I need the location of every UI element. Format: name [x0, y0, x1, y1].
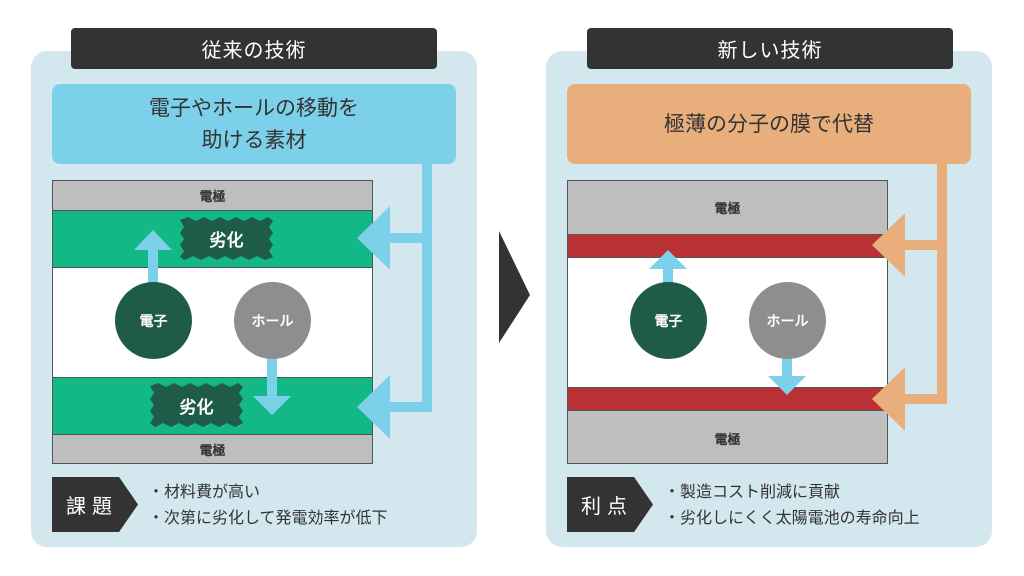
issue-item: ・次第に劣化して発電効率が低下	[148, 508, 388, 527]
electron-circle: 電子	[115, 282, 192, 359]
hole-circle: ホール	[234, 282, 311, 359]
conventional-heading-line2: 助ける素材	[201, 128, 307, 152]
issues-list: ・材料費が高い ・次第に劣化して発電効率が低下	[148, 479, 388, 531]
thin-film-top	[568, 235, 887, 258]
issues-badge: 課題	[52, 477, 138, 532]
electrode-bottom: 電極	[568, 410, 887, 463]
new-tech-heading: 極薄の分子の膜で代替	[567, 84, 971, 164]
electrode-top: 電極	[568, 181, 887, 235]
electron-circle: 電子	[630, 282, 707, 359]
jagged-shape-icon	[180, 217, 273, 260]
conventional-title: 従来の技術	[71, 28, 437, 69]
benefit-item: ・製造コスト削減に貢献	[664, 482, 841, 501]
hole-circle: ホール	[749, 282, 826, 359]
thin-film-bottom	[568, 387, 887, 410]
issue-item: ・材料費が高い	[148, 482, 261, 501]
new-tech-cell-diagram: 電極 電極	[567, 180, 888, 464]
degradation-label-bottom: 劣化	[179, 397, 214, 418]
benefit-item: ・劣化しにくく太陽電池の寿命向上	[664, 508, 920, 527]
conventional-heading: 電子やホールの移動を 助ける素材	[52, 84, 456, 164]
degradation-label-top: 劣化	[209, 231, 244, 251]
electrode-bottom: 電極	[53, 434, 372, 463]
conventional-heading-line1: 電子やホールの移動を	[149, 96, 359, 120]
benefits-list: ・製造コスト削減に貢献 ・劣化しにくく太陽電池の寿命向上	[664, 479, 920, 531]
jagged-shape-icon	[150, 383, 243, 427]
chevron-right-icon	[499, 231, 530, 343]
degradation-badge-top: 劣化	[180, 217, 273, 260]
degradation-badge-bottom: 劣化	[150, 383, 243, 427]
electrode-top: 電極	[53, 181, 372, 211]
benefits-badge: 利点	[567, 477, 653, 532]
new-tech-title: 新しい技術	[587, 28, 953, 69]
